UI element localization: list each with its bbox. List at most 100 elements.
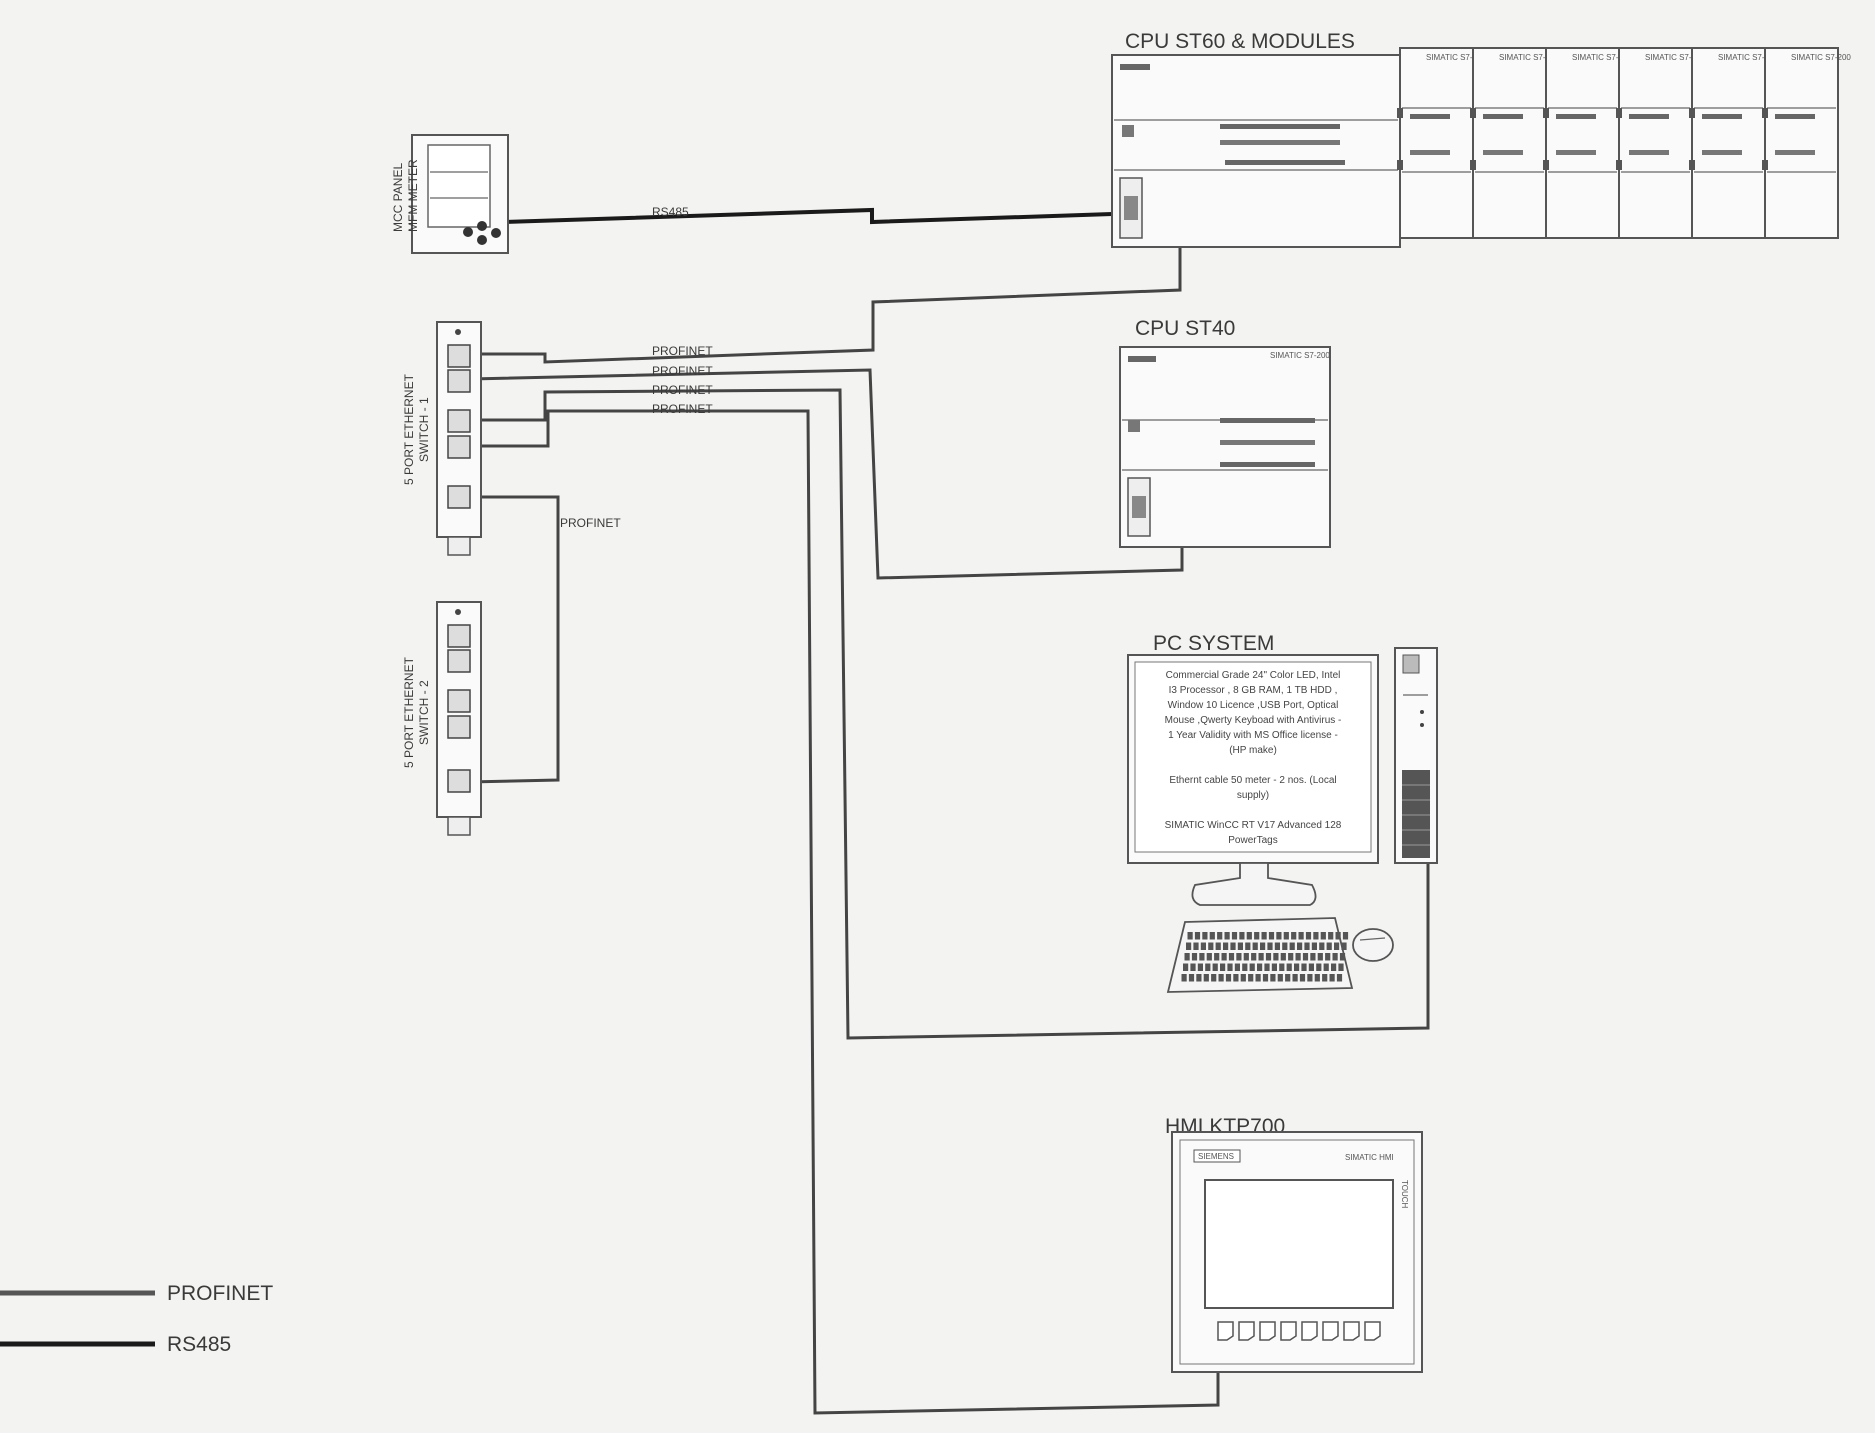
keyboard-key bbox=[1270, 974, 1276, 982]
expansion-module bbox=[1691, 47, 1766, 239]
profinet-label-switch: PROFINET bbox=[560, 516, 621, 530]
keyboard-key bbox=[1267, 942, 1273, 950]
keyboard-key bbox=[1230, 942, 1236, 950]
hmi-brand: SIEMENS bbox=[1198, 1152, 1234, 1161]
switch-2-ports bbox=[447, 624, 471, 793]
cpu-st40-title: CPU ST40 bbox=[1135, 317, 1235, 340]
keyboard-key bbox=[1341, 942, 1347, 950]
keyboard-key bbox=[1221, 953, 1227, 961]
expansion-module-caption: SIMATIC S7-200 bbox=[1426, 53, 1486, 62]
cpu-st40-caption: SIMATIC S7-200 bbox=[1270, 351, 1330, 360]
keyboard-key bbox=[1280, 953, 1286, 961]
keyboard-key bbox=[1188, 974, 1195, 982]
keyboard-key bbox=[1316, 963, 1322, 971]
pc-spec-text: Commercial Grade 24" Color LED, Intel I3 … bbox=[1165, 670, 1342, 846]
keyboard-key bbox=[1212, 963, 1218, 971]
ethernet-switch-1: 5 PORT ETHERNET SWITCH - 1 bbox=[402, 321, 482, 556]
keyboard-key bbox=[1291, 932, 1297, 940]
keyboard-key bbox=[1184, 953, 1190, 961]
mcc-mfm-meter: MCC PANEL MFM METER bbox=[391, 134, 509, 254]
keyboard-key bbox=[1217, 932, 1223, 940]
hmi-function-key[interactable] bbox=[1322, 1321, 1339, 1341]
expansion-modules: SIMATIC S7-200 SIMATIC S7-200 SIMATIC S7-2… bbox=[1397, 47, 1851, 239]
hmi-function-key[interactable] bbox=[1259, 1321, 1276, 1341]
expansion-module bbox=[1764, 47, 1839, 239]
keyboard-key bbox=[1317, 953, 1323, 961]
hmi-function-key[interactable] bbox=[1238, 1321, 1255, 1341]
keyboard-key bbox=[1186, 942, 1192, 950]
hmi-function-key[interactable] bbox=[1343, 1321, 1360, 1341]
keyboard-key bbox=[1240, 974, 1246, 982]
keyboard-key bbox=[1308, 963, 1314, 971]
pc-title: PC SYSTEM bbox=[1153, 632, 1274, 655]
hmi-function-keys bbox=[1217, 1321, 1381, 1341]
keyboard-key bbox=[1292, 974, 1298, 982]
keyboard-key bbox=[1261, 932, 1267, 940]
keyboard-key bbox=[1325, 953, 1331, 961]
cpu-st40-body bbox=[1119, 346, 1331, 548]
pc-spec-line: supply) bbox=[1237, 790, 1269, 801]
profinet-label-1: PROFINET bbox=[652, 344, 713, 358]
keyboard-key bbox=[1295, 953, 1301, 961]
switch-1-ports bbox=[447, 344, 471, 509]
keyboard-key bbox=[1193, 942, 1199, 950]
cpu-st40: CPU ST40 SIMATIC S7-200 bbox=[1119, 317, 1331, 548]
keyboard-key bbox=[1183, 963, 1189, 971]
expansion-module-caption: SIMATIC S7-200 bbox=[1572, 53, 1632, 62]
keyboard-key bbox=[1234, 963, 1240, 971]
keyboard-key bbox=[1274, 942, 1280, 950]
rs485-cable-label: RS485 bbox=[652, 205, 689, 219]
pc-spec-line: Ethernt cable 50 meter - 2 nos. (Local bbox=[1169, 775, 1336, 786]
keyboard-key bbox=[1187, 932, 1193, 940]
keyboard-key bbox=[1332, 953, 1338, 961]
hmi-model: SIMATIC HMI bbox=[1345, 1153, 1394, 1162]
keyboard-key bbox=[1323, 963, 1329, 971]
rs485-cable bbox=[504, 207, 1113, 225]
switch-2-label-line1: 5 PORT ETHERNET bbox=[402, 656, 416, 768]
keyboard-key bbox=[1206, 953, 1212, 961]
cpu-st60-title: CPU ST60 & MODULES bbox=[1125, 30, 1355, 53]
cpu-st60-logo bbox=[1120, 64, 1150, 70]
keyboard-key bbox=[1208, 942, 1214, 950]
expansion-module-caption: SIMATIC S7-200 bbox=[1791, 53, 1851, 62]
pc-spec-line: (HP make) bbox=[1229, 745, 1277, 756]
keyboard-key bbox=[1260, 942, 1266, 950]
keyboard-key bbox=[1194, 932, 1201, 940]
profinet-cable-pc bbox=[470, 388, 1430, 1040]
keyboard-key bbox=[1294, 963, 1300, 971]
profinet-label-2: PROFINET bbox=[652, 364, 713, 378]
keyboard-key bbox=[1271, 963, 1277, 971]
keyboard-key bbox=[1304, 942, 1310, 950]
hmi-function-key[interactable] bbox=[1280, 1321, 1297, 1341]
keyboard-key bbox=[1283, 932, 1289, 940]
hmi-touch-label: TOUCH bbox=[1400, 1180, 1409, 1209]
pc-spec-line: I3 Processor , 8 GB RAM, 1 TB HDD , bbox=[1169, 685, 1338, 696]
pc-tower-vent bbox=[1402, 770, 1430, 858]
keyboard-key bbox=[1331, 963, 1337, 971]
keyboard-key bbox=[1197, 963, 1203, 971]
keyboard-key bbox=[1225, 974, 1232, 982]
keyboard-key bbox=[1319, 942, 1325, 950]
keyboard-key bbox=[1320, 932, 1326, 940]
keyboard-key bbox=[1279, 963, 1285, 971]
legend: PROFINET RS485 bbox=[0, 1282, 273, 1356]
hmi-function-key[interactable] bbox=[1301, 1321, 1318, 1341]
pc-spec-line: Commercial Grade 24" Color LED, Intel bbox=[1166, 670, 1341, 681]
pc-spec-line: SIMATIC WinCC RT V17 Advanced 128 bbox=[1165, 820, 1342, 831]
pc-spec-line: PowerTags bbox=[1228, 835, 1277, 846]
keyboard-key bbox=[1190, 963, 1196, 971]
keyboard-key bbox=[1257, 963, 1263, 971]
keyboard-key bbox=[1200, 942, 1206, 950]
keyboard-key bbox=[1298, 932, 1304, 940]
keyboard-key bbox=[1215, 942, 1221, 950]
keyboard-key bbox=[1214, 953, 1220, 961]
keyboard-key bbox=[1329, 974, 1335, 982]
keyboard-key bbox=[1268, 932, 1275, 940]
keyboard-key bbox=[1258, 953, 1264, 961]
keyboard-key bbox=[1273, 953, 1279, 961]
hmi-function-key[interactable] bbox=[1217, 1321, 1234, 1341]
keyboard-key bbox=[1246, 932, 1252, 940]
keyboard-key bbox=[1285, 974, 1291, 982]
keyboard-keys bbox=[1181, 932, 1349, 982]
hmi-function-key[interactable] bbox=[1364, 1321, 1381, 1341]
